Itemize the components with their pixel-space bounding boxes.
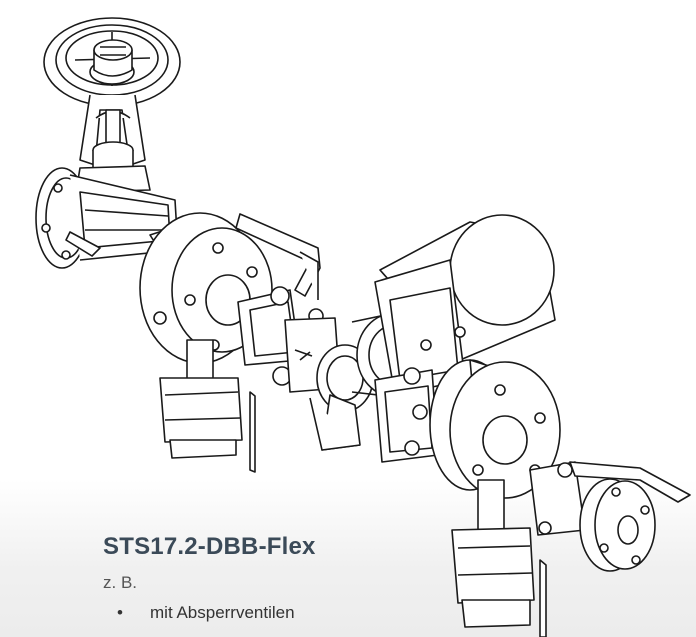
lower-right-drain-valve [451, 479, 547, 637]
product-title: STS17.2-DBB-Flex [103, 533, 316, 560]
right-center-block-valve [374, 367, 439, 463]
right-ball-valve [529, 461, 691, 536]
small-flange [579, 478, 656, 572]
bullet-icon: • [117, 603, 123, 622]
globe-valve-body [35, 167, 179, 269]
actuator-drum [374, 214, 556, 396]
valve-yoke [75, 94, 151, 193]
feature-list-item: • mit Absperrventilen [103, 603, 316, 623]
lower-left-drain-valve [159, 339, 256, 473]
product-subtitle: z. B. [103, 573, 138, 592]
lever-handle-top [235, 213, 321, 300]
handwheel [43, 17, 181, 107]
right-flange [429, 359, 561, 499]
center-ball-valve [237, 286, 341, 393]
product-caption: STS17.2-DBB-Flex z. B. • mit Absperrvent… [103, 533, 316, 623]
feature-list: • mit Absperrventilen [103, 603, 316, 623]
feature-text: mit Absperrventilen [150, 603, 295, 622]
